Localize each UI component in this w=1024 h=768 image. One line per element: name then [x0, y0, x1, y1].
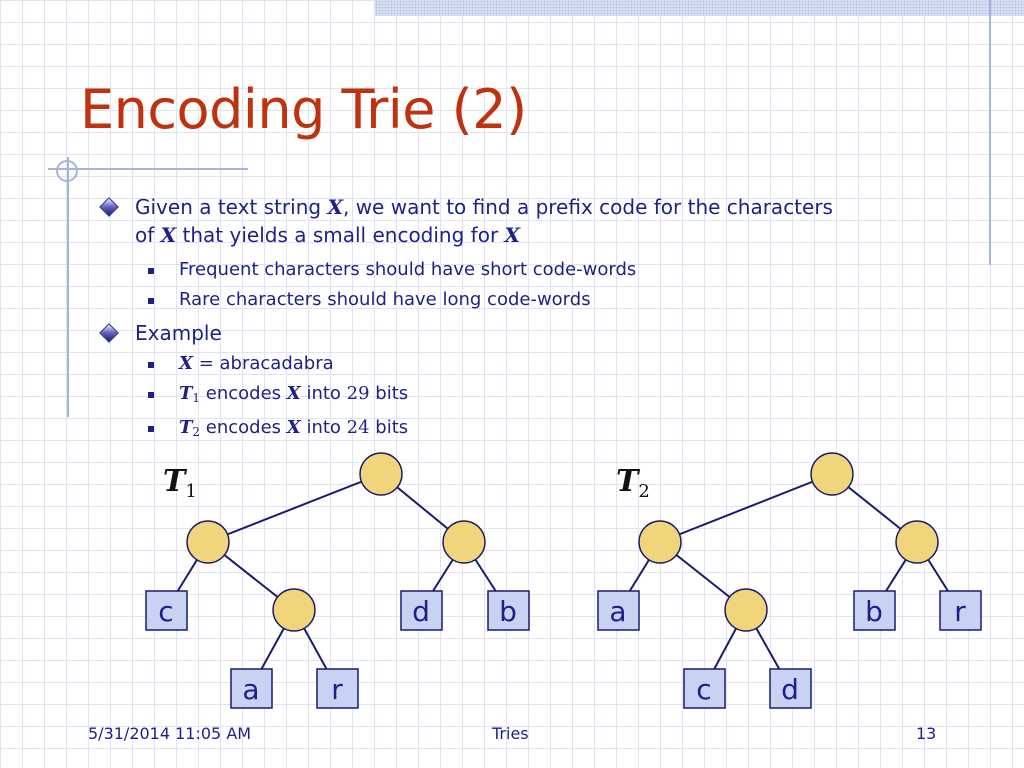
trie-leaf-label: d: [412, 595, 430, 628]
trie-internal-node: [724, 588, 768, 632]
trie-t1-label: T1: [163, 464, 197, 502]
trie-leaf-boxes: [145, 590, 982, 709]
trie-leaf-label: c: [696, 673, 711, 706]
bit-count: 24: [346, 417, 370, 438]
decor-line: [67, 157, 69, 417]
trie-internal-node: [359, 452, 403, 496]
math-var: T: [179, 383, 193, 404]
bit-count: 29: [346, 383, 370, 404]
sub-bullet-text: bits: [369, 417, 409, 438]
bullet-item: Example: [99, 319, 960, 347]
bullet-text: that yields a small encoding for: [176, 223, 505, 247]
trie-t2-label: T2: [616, 464, 650, 502]
square-bullet-icon: [148, 392, 154, 398]
bullet-list: Given a text string X, we want to find a…: [99, 193, 960, 447]
square-bullet-icon: [148, 426, 154, 432]
trie-internal-nodes: [186, 452, 939, 632]
trie-internal-node: [186, 520, 230, 564]
bullet-text: of: [135, 223, 161, 247]
bullet-item: Given a text string X, we want to find a…: [99, 193, 960, 249]
trie-label-letter: T: [616, 464, 641, 499]
math-var: X: [327, 195, 343, 219]
sub-bullet-text: encodes: [200, 417, 287, 438]
trie-t1-edges: [165, 473, 509, 689]
trie-leaf-label: d: [781, 673, 799, 706]
decor-line: [989, 0, 991, 265]
sub-bullet-text: into: [300, 383, 347, 404]
trie-leaf-label: b: [499, 595, 517, 628]
bullet-text: Example: [135, 321, 222, 345]
footer-page-number: 13: [916, 724, 937, 743]
math-var: X: [286, 383, 301, 404]
sub-bullet-item: Rare characters should have long code-wo…: [100, 285, 960, 315]
top-decor-band: [375, 0, 1024, 16]
trie-leaf-label: a: [609, 595, 626, 628]
footer-topic: Tries: [492, 724, 529, 743]
sub-bullet-item: Frequent characters should have short co…: [100, 255, 960, 285]
trie-label-subscript: 1: [185, 481, 196, 502]
trie-leaf: [487, 590, 530, 631]
trie-leaf-label: r: [954, 595, 966, 628]
trie-leaf: [230, 668, 273, 709]
trie-internal-node: [272, 588, 316, 632]
sub-bullet-text: bits: [369, 383, 409, 404]
math-subscript: 2: [192, 425, 201, 439]
square-bullet-icon: [148, 298, 154, 304]
sub-bullet-item: T1 encodes X into 29 bits: [100, 379, 960, 413]
trie-leaf: [400, 590, 443, 631]
trie-leaf: [853, 590, 896, 631]
trie-label-subscript: 2: [638, 481, 649, 502]
bullet-text: Given a text string: [135, 195, 328, 219]
math-var: X: [504, 223, 521, 247]
trie-leaf: [683, 668, 726, 709]
trie-internal-node: [895, 520, 939, 564]
trie-leaf-label: b: [865, 595, 883, 628]
trie-leaf-label: r: [331, 673, 343, 706]
square-bullet-icon: [148, 268, 154, 274]
trie-leaf: [939, 590, 982, 631]
trie-leaf-labels: c d b a r a b r c d: [158, 595, 966, 706]
sub-bullet-text: encodes: [200, 383, 287, 404]
slide-title: Encoding Trie (2): [80, 78, 527, 141]
math-var: X: [179, 353, 193, 374]
trie-label-letter: T: [163, 464, 188, 499]
trie-leaf-label: a: [242, 673, 259, 706]
math-subscript: 1: [192, 391, 201, 405]
sub-bullet-item: T2 encodes X into 24 bits: [100, 413, 960, 447]
trie-leaf-label: c: [158, 595, 173, 628]
sub-bullet-text: abracadabra: [219, 353, 334, 374]
square-bullet-icon: [148, 362, 154, 368]
sub-bullet-item: X = abracadabra: [100, 349, 960, 379]
decor-line: [48, 168, 248, 170]
decor-circle: [56, 160, 78, 182]
trie-internal-node: [442, 520, 486, 564]
math-var: X: [286, 417, 301, 438]
sub-bullet-text: into: [300, 417, 347, 438]
trie-edge: [207, 473, 382, 543]
math-var: X: [160, 223, 177, 247]
footer-date: 5/31/2014 11:05 AM: [88, 724, 252, 743]
trie-internal-node: [638, 520, 682, 564]
trie-leaf: [769, 668, 812, 709]
trie-t2-edges: [617, 473, 961, 689]
sub-bullet-text: Rare characters should have long code-wo…: [179, 289, 591, 310]
trie-internal-node: [810, 452, 854, 496]
bullet-text: , we want to find a prefix code for the …: [342, 195, 833, 219]
trie-leaf: [316, 668, 359, 709]
sub-bullet-text: Frequent characters should have short co…: [179, 259, 637, 280]
equals-sign: =: [192, 353, 220, 374]
math-var: T: [179, 417, 193, 438]
trie-leaf: [597, 590, 640, 631]
trie-leaf: [145, 590, 188, 631]
trie-edge: [659, 473, 833, 543]
